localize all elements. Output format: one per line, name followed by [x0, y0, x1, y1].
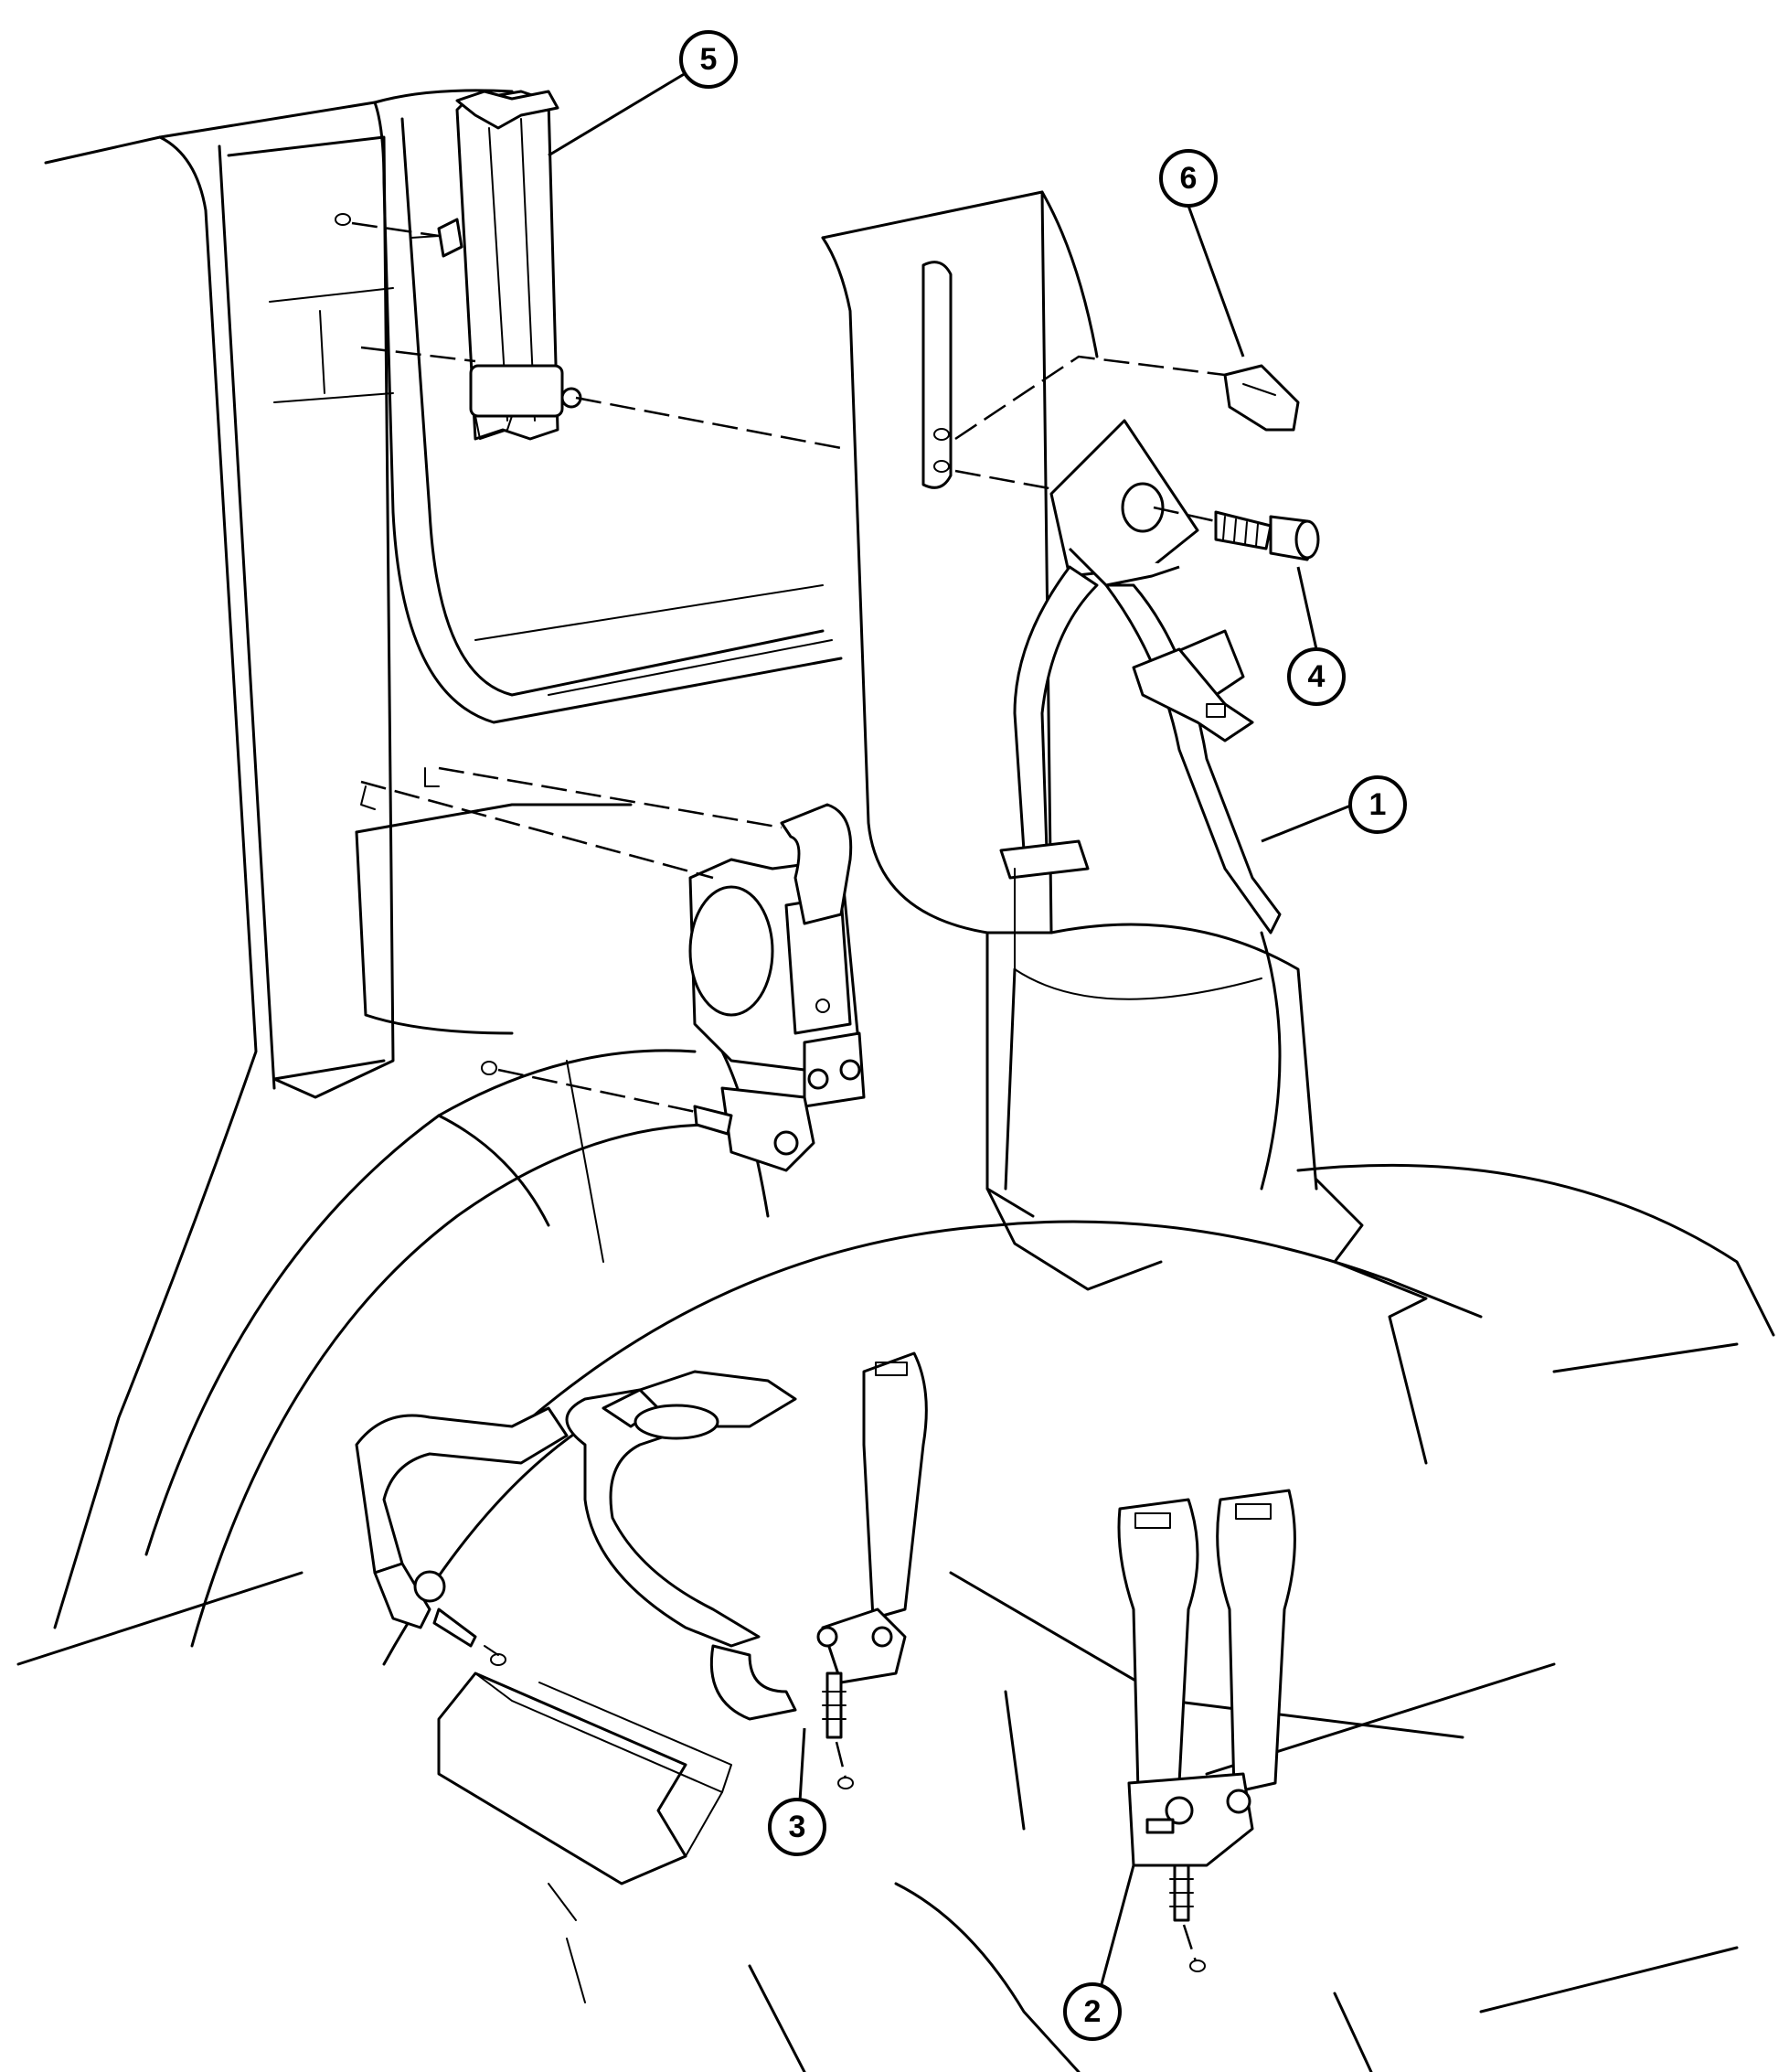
belt-left-edge	[1004, 967, 1017, 1191]
assembly-line-adjuster	[351, 221, 440, 238]
svg-text:6: 6	[1180, 161, 1198, 196]
callout-2: 2	[1063, 1864, 1135, 2041]
twin-buckle-assembly	[1117, 1489, 1296, 1922]
callout-6: 6	[1159, 149, 1245, 358]
belt-retractor	[688, 803, 866, 1172]
bolt-hole-retractor	[481, 1061, 497, 1075]
svg-text:4: 4	[1308, 659, 1326, 694]
assembly-line-retractor-tab	[438, 766, 783, 829]
center-buckle-assembly	[816, 1351, 928, 1739]
assembly-line-cover	[954, 355, 1226, 441]
assembly-line-retractor-bolt	[497, 1068, 714, 1117]
assembly-line-twin-bolt	[1182, 1924, 1198, 1962]
svg-text:2: 2	[1084, 1994, 1102, 2029]
callout-1: 1	[1261, 775, 1407, 843]
floor-bracket	[437, 1671, 732, 1885]
bolt-hole-center	[837, 1777, 854, 1789]
bolt-hole-twin	[1189, 1960, 1206, 1972]
svg-text:5: 5	[700, 42, 718, 77]
vehicle-body-panels	[16, 89, 1775, 2072]
bolt-hole-upper	[335, 213, 351, 226]
retractor-bolt	[693, 1105, 733, 1136]
height-adjuster-rail	[410, 90, 582, 441]
assembly-line-retractor	[360, 780, 714, 880]
belt-tongue	[1132, 629, 1254, 742]
svg-text:1: 1	[1369, 787, 1387, 822]
seat-belt-webbing	[999, 565, 1282, 1000]
lap-left-bolt-line	[484, 1645, 499, 1656]
assembly-line-center-bolt	[835, 1741, 847, 1779]
lap-belt-center-loop	[565, 1370, 797, 1721]
callout-4: 4	[1287, 566, 1346, 706]
pillar-slot	[921, 261, 953, 489]
d-ring-guide	[1049, 419, 1199, 587]
retractor-mounting-slots	[360, 767, 440, 810]
anchor-bolt	[1153, 506, 1320, 561]
assembly-line-adjuster-lower	[360, 346, 476, 363]
svg-text:3: 3	[789, 1810, 806, 1844]
belt-lower-edge	[1260, 931, 1282, 1191]
assembly-line-rail-to-pillar	[575, 396, 842, 450]
lap-belt-left-section	[355, 1406, 569, 1648]
anchor-cover-cap	[1223, 364, 1300, 432]
callout-5: 5	[548, 30, 738, 157]
callout-3: 3	[768, 1727, 826, 1856]
